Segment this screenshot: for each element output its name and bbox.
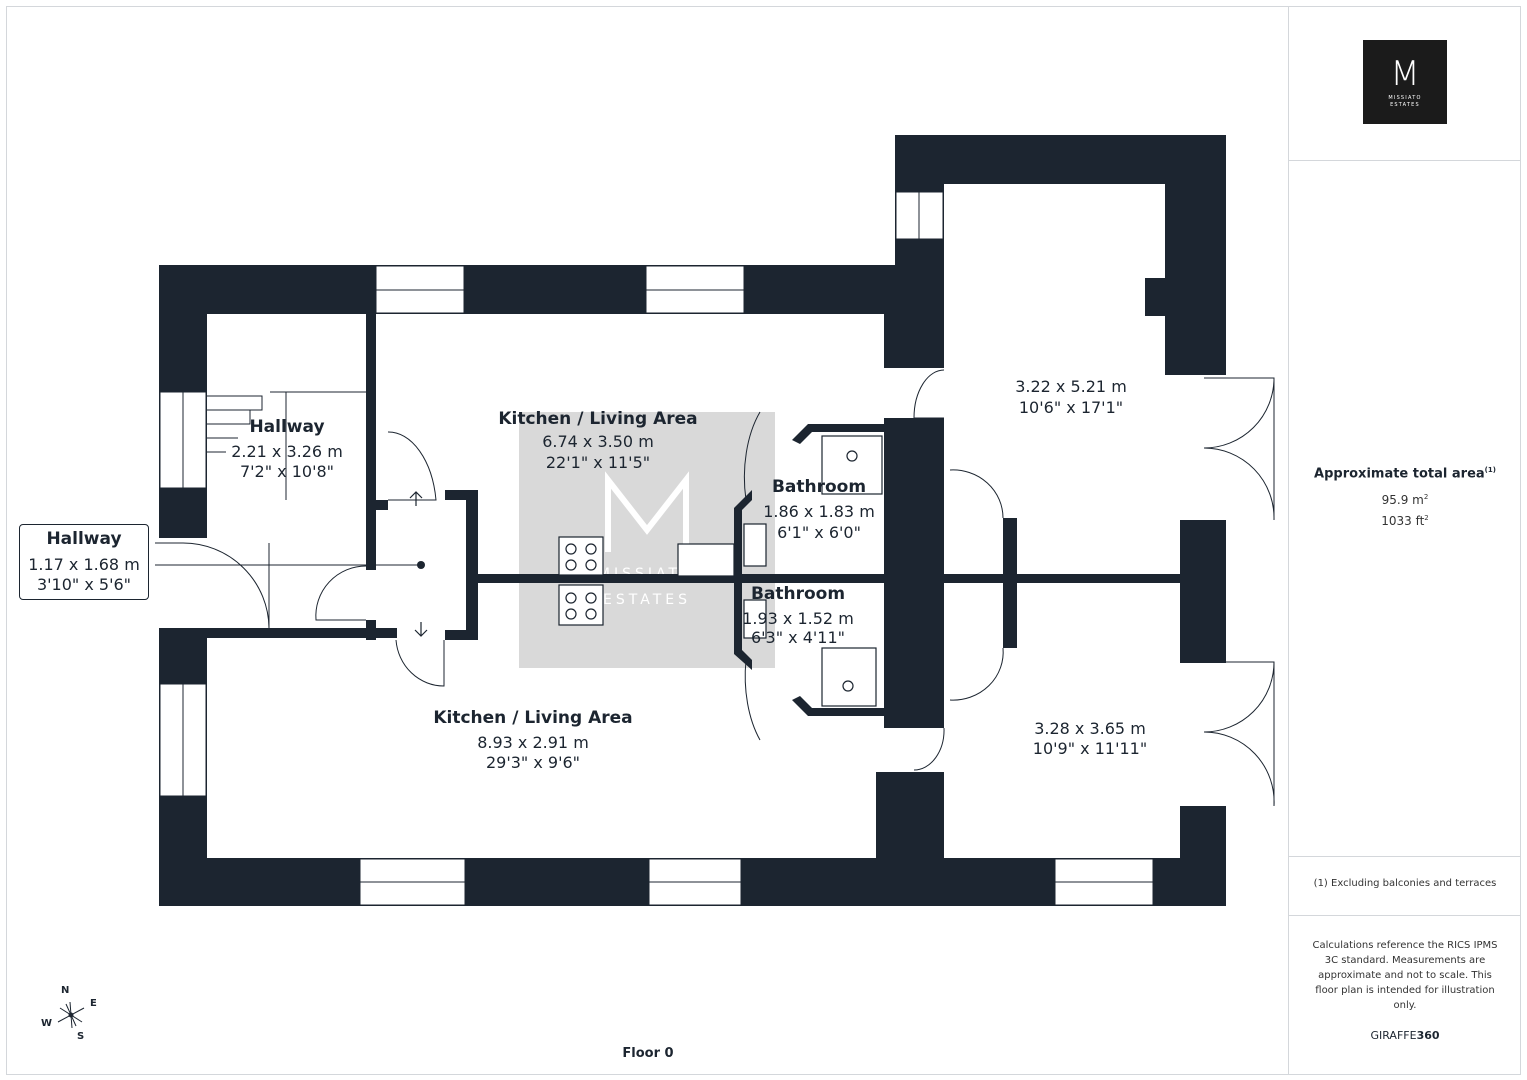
watermark-logo [605,471,689,552]
area-title-note: (1) [1484,466,1496,474]
room-dim-hallway-upper-metric: 2.21 x 3.26 m [231,442,343,461]
footnote: (1) Excluding balconies and terraces [1313,878,1497,889]
area-metric-value: 95.9 m [1381,493,1424,507]
software-brand: GIRAFFE360 [1289,1029,1521,1042]
page-frame [6,6,1521,1075]
logo-text-1: MISSIATO [1388,95,1422,101]
floor-label: Floor 0 [622,1046,674,1061]
area-metric-sup: 2 [1423,493,1429,501]
room-dim-kitchen-upper-imperial: 22'1" x 11'5" [546,453,650,472]
room-dim-lower-right-imperial: 10'9" x 11'11" [1033,739,1147,758]
room-dim-kitchen-lower-metric: 8.93 x 2.91 m [477,733,589,752]
area-imperial: 1033 ft2 [1289,514,1521,528]
door-swings [155,369,1275,807]
room-dim-lower-right-metric: 3.28 x 3.65 m [1034,719,1146,738]
divider [1289,160,1521,161]
area-title: Approximate total area(1) [1289,466,1521,481]
logo-text-2: ESTATES [1390,102,1420,108]
hallway-entry-name: Hallway [46,529,122,549]
room-dim-upper-right-imperial: 10'6" x 17'1" [1019,398,1123,417]
room-dim-hallway-upper-imperial: 7'2" x 10'8" [240,462,334,481]
brand-logo: M MISSIATO ESTATES [1363,40,1447,124]
walls [159,135,1226,906]
room-dim-kitchen-upper-metric: 6.74 x 3.50 m [542,432,654,451]
room-dim-bathroom-upper-imperial: 6'1" x 6'0" [777,523,861,542]
hallway-entry-label: Hallway 1.17 x 1.68 m 3'10" x 5'6" [19,524,149,600]
area-title-text: Approximate total area [1314,466,1485,482]
area-imperial-value: 1033 ft [1381,514,1425,528]
room-dim-upper-right-metric: 3.22 x 5.21 m [1015,377,1127,396]
windows [159,191,1154,906]
software-brand-suffix: 360 [1416,1029,1440,1042]
room-dim-kitchen-lower-imperial: 29'3" x 9'6" [486,753,580,772]
logo-letter: M [1390,54,1420,94]
compass-n: N [61,985,69,996]
divider [1289,856,1521,857]
room-label-bathroom-upper: Bathroom [772,477,866,497]
fixtures [558,435,883,707]
light-fixture [417,561,425,569]
room-label-kitchen-lower: Kitchen / Living Area [433,708,632,728]
hallway-arrows [409,491,428,637]
disclaimer: Calculations reference the RICS IPMS 3C … [1312,940,1498,1011]
area-imperial-sup: 2 [1424,514,1429,522]
hallway-entry-imperial: 3'10" x 5'6" [36,575,132,594]
room-dim-bathroom-lower-metric: 1.93 x 1.52 m [742,609,854,628]
compass-icon [57,1001,85,1029]
room-dim-bathroom-upper-metric: 1.86 x 1.83 m [763,502,875,521]
watermark-text-2: ESTATES [603,592,691,608]
room-dim-bathroom-lower-imperial: 6'3" x 4'11" [751,628,845,647]
area-metric: 95.9 m2 [1289,493,1521,507]
hallway-entry-metric: 1.17 x 1.68 m [28,555,140,574]
compass-s: S [77,1031,84,1042]
compass-e: E [90,998,97,1009]
room-label-hallway-upper: Hallway [249,417,324,437]
software-brand-prefix: GIRAFFE [1370,1029,1417,1042]
divider [1289,915,1521,916]
info-sidebar: M MISSIATO ESTATES Approximate total are… [1288,6,1521,1075]
compass-w: W [41,1018,52,1029]
room-label-kitchen-upper: Kitchen / Living Area [498,409,697,429]
room-label-bathroom-lower: Bathroom [751,584,845,604]
